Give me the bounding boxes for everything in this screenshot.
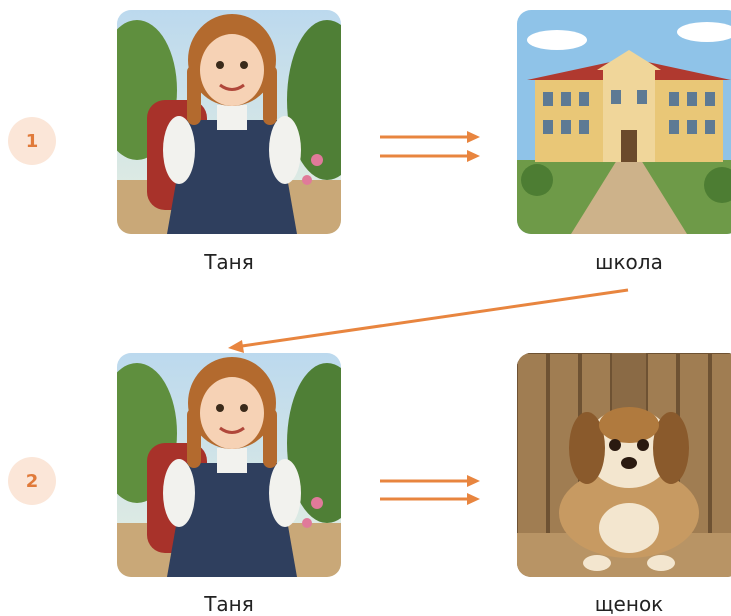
girl-illustration — [117, 10, 341, 234]
row-number: 2 — [25, 470, 39, 492]
girl-caption-1: Таня — [204, 250, 254, 274]
puppy-illustration — [517, 353, 731, 577]
girl-image-1 — [117, 10, 341, 234]
school-image — [517, 10, 731, 234]
puppy-image — [517, 353, 731, 577]
diagonal-arrow — [241, 288, 629, 348]
school-illustration — [517, 10, 731, 234]
arrow-head — [467, 493, 480, 505]
girl-caption-2: Таня — [204, 592, 254, 616]
school-caption: школа — [595, 250, 663, 274]
arrow-head — [467, 150, 480, 162]
row-number-badge-2: 2 — [8, 457, 56, 505]
puppy-caption: щенок — [594, 592, 664, 616]
arrow-head — [467, 475, 480, 487]
girl-image-2 — [117, 353, 341, 577]
girl-illustration — [117, 353, 341, 577]
row-number: 1 — [25, 130, 39, 152]
arrow-head — [467, 131, 480, 143]
row-number-badge-1: 1 — [8, 117, 56, 165]
arrow-head — [228, 340, 244, 353]
